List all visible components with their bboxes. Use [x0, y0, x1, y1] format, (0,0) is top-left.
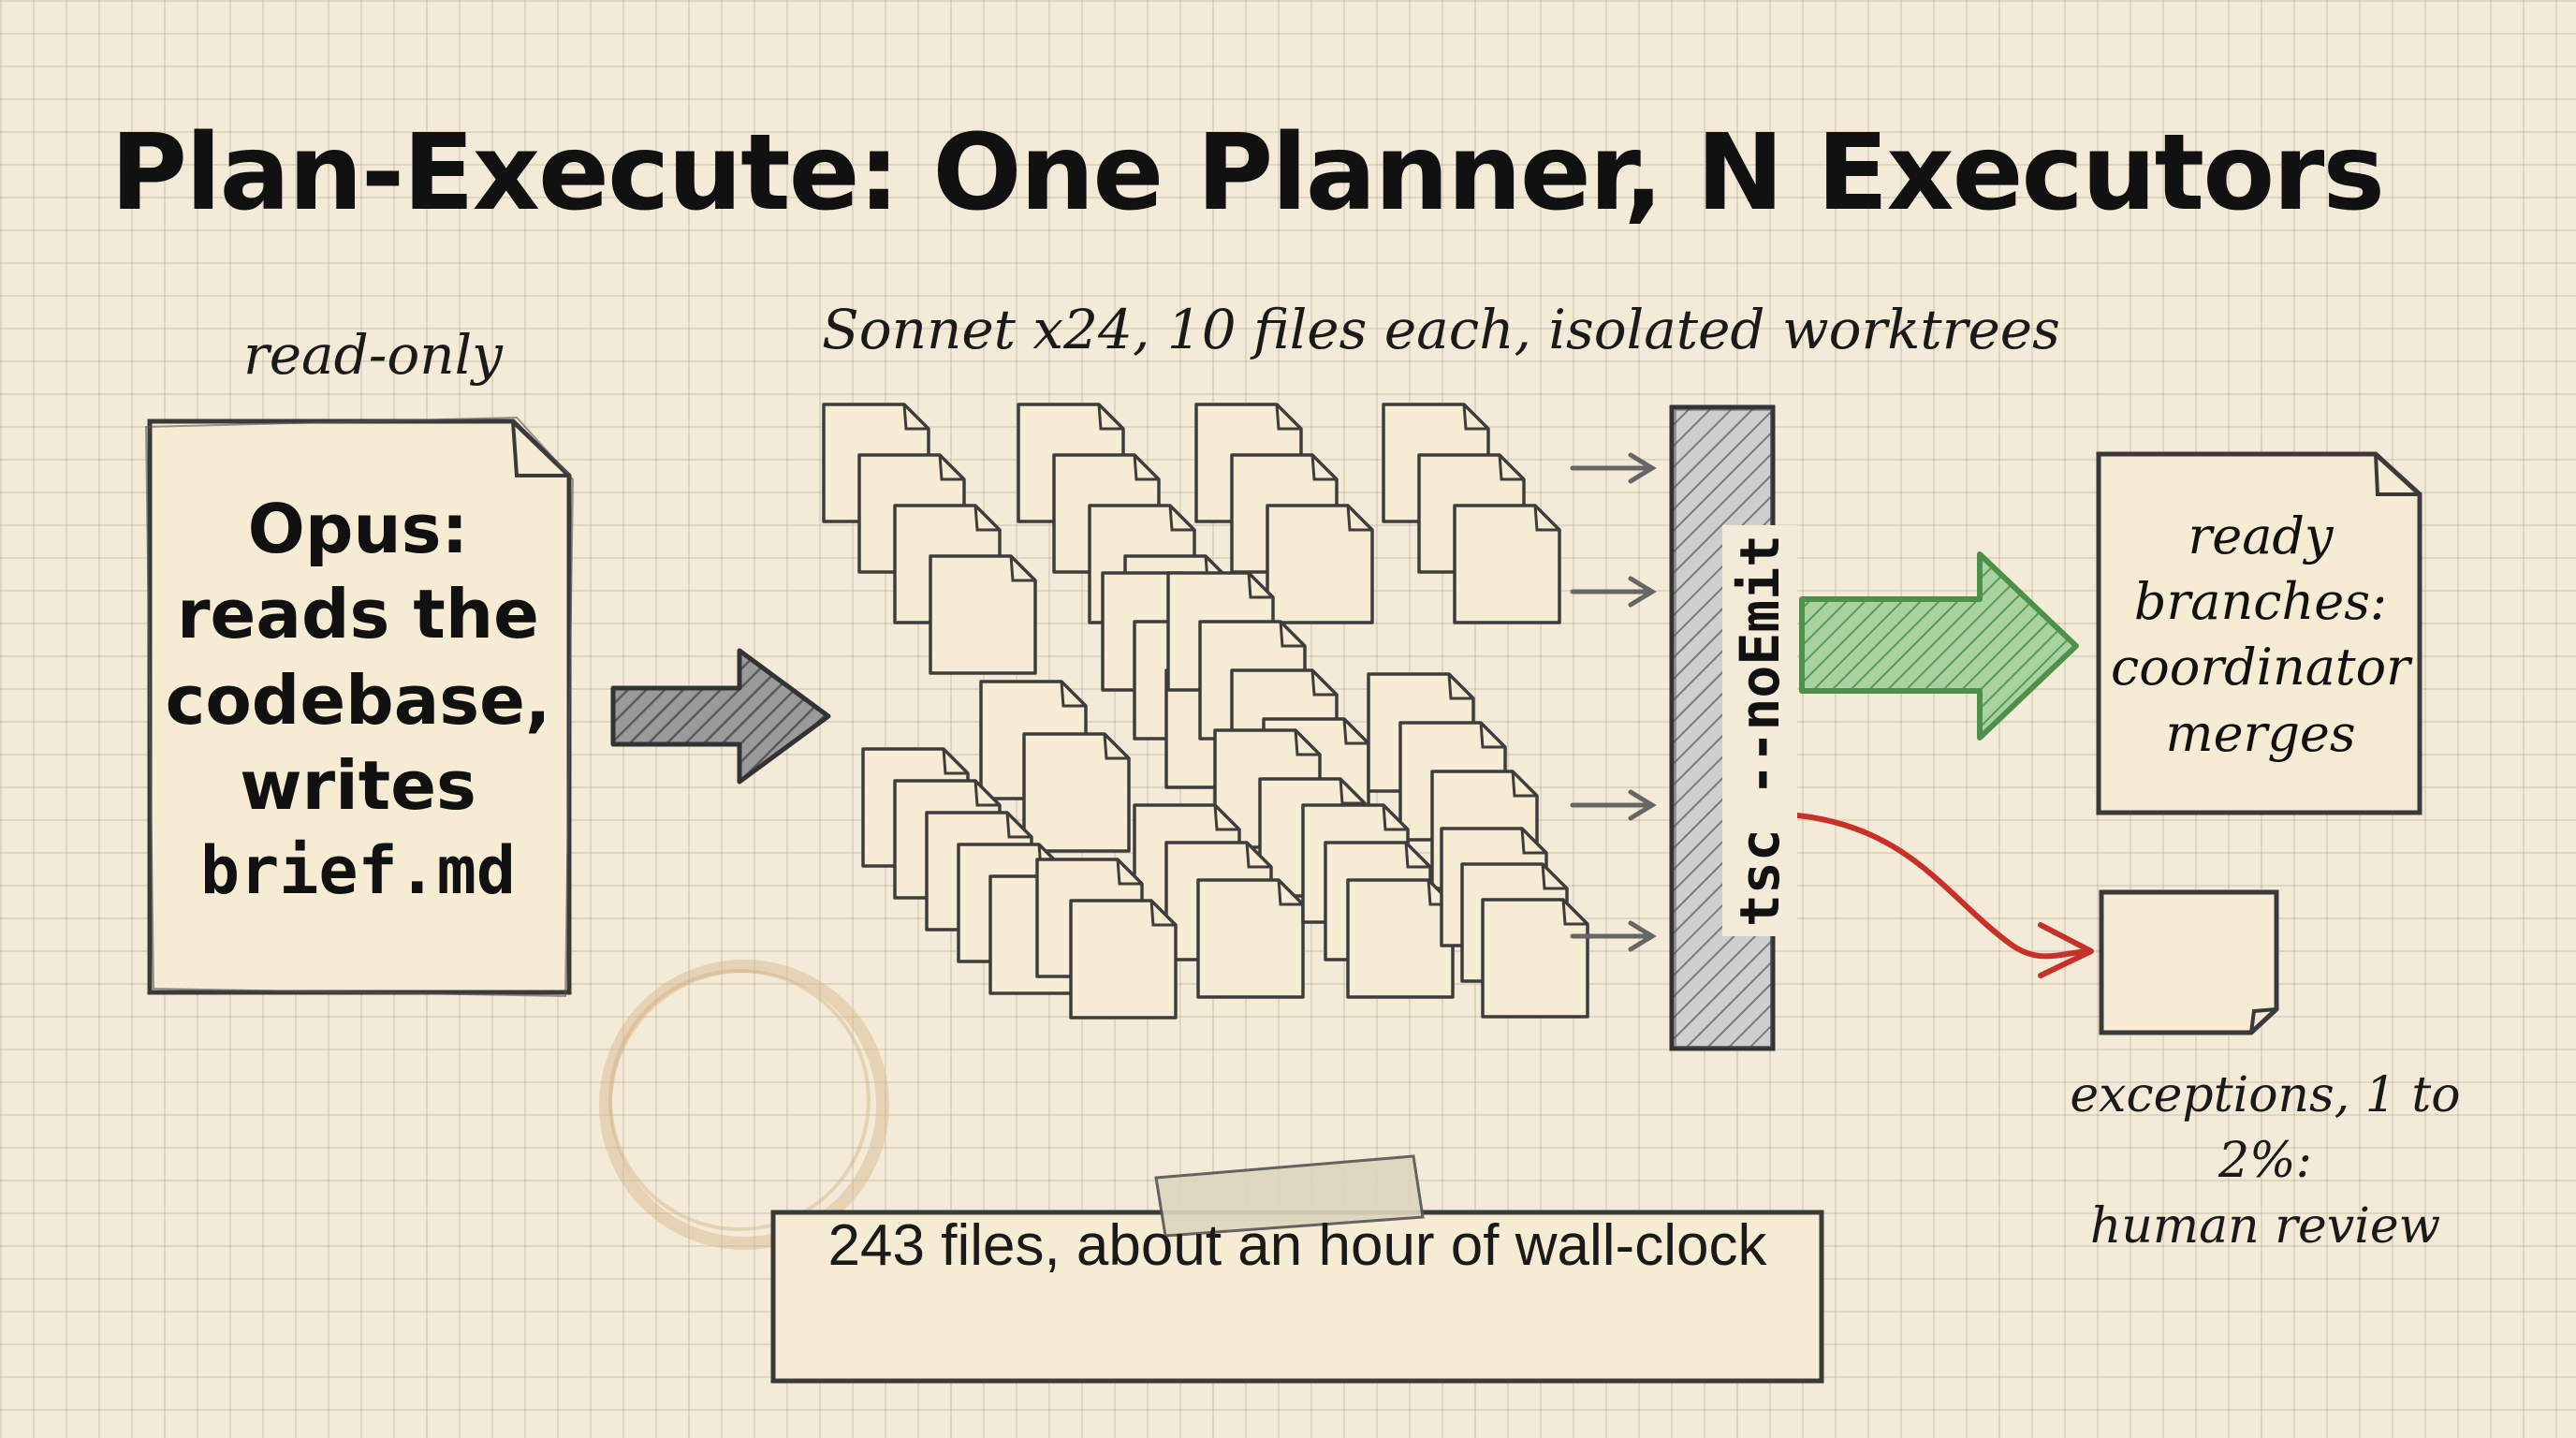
planner-to-executors-arrow — [610, 648, 831, 785]
file-to-gate-arrows — [1570, 452, 1657, 952]
planner-annotation: read-only — [243, 323, 503, 387]
executor-file-stack — [822, 403, 1589, 1020]
exceptions-line-2: human review — [2089, 1198, 2441, 1255]
ready-line-4: merges — [2165, 703, 2356, 763]
ready-document — [2096, 451, 2422, 815]
ready-line-3: coordinator — [2111, 638, 2410, 697]
planner-text: Opus: reads the codebase, writes brief.m… — [150, 487, 566, 913]
ready-text: ready branches: coordinator merges — [2101, 504, 2420, 767]
planner-document — [144, 416, 575, 998]
planner-line-1: Opus: — [247, 490, 469, 568]
coffee-stain — [599, 960, 889, 1250]
small-arrow-4 — [1570, 920, 1657, 952]
exceptions-annotation: exceptions, 1 to 2%: human review — [2022, 1063, 2509, 1260]
ready-line-1: ready — [2188, 506, 2334, 565]
exceptions-document — [2099, 889, 2279, 1035]
executors-annotation: Sonnet x24, 10 files each, isolated work… — [822, 298, 2060, 361]
planner-file-name: brief.md — [199, 831, 517, 909]
planner-line-2: reads the — [177, 575, 539, 654]
file-icon-11 — [1266, 504, 1374, 624]
small-arrow-3 — [1570, 789, 1657, 821]
small-arrow-1 — [1570, 452, 1657, 484]
file-icon-42 — [1481, 898, 1589, 1019]
file-icon-26 — [1022, 732, 1131, 853]
file-icon-4 — [929, 554, 1037, 675]
planner-line-4: writes — [240, 746, 476, 826]
summary-text: 243 files, about an hour of wall-clock — [827, 1213, 1767, 1278]
gate-to-ready-arrow — [1799, 551, 2079, 741]
page-title: Plan-Execute: One Planner, N Executors — [110, 112, 2385, 234]
file-icon-14 — [1453, 504, 1561, 624]
gate-to-exceptions-arrow — [1785, 812, 2094, 978]
summary-note — [770, 1154, 1824, 1384]
ready-line-2: branches: — [2133, 572, 2388, 632]
file-icon-44 — [1069, 899, 1178, 1020]
planner-line-3: codebase, — [165, 660, 551, 740]
file-icon-39 — [1346, 878, 1455, 999]
gate-label: tsc --noEmit — [1722, 524, 1797, 936]
small-arrow-2 — [1570, 576, 1657, 608]
exceptions-line-1: exceptions, 1 to 2%: — [2070, 1067, 2461, 1190]
file-icon-36 — [1196, 878, 1305, 999]
